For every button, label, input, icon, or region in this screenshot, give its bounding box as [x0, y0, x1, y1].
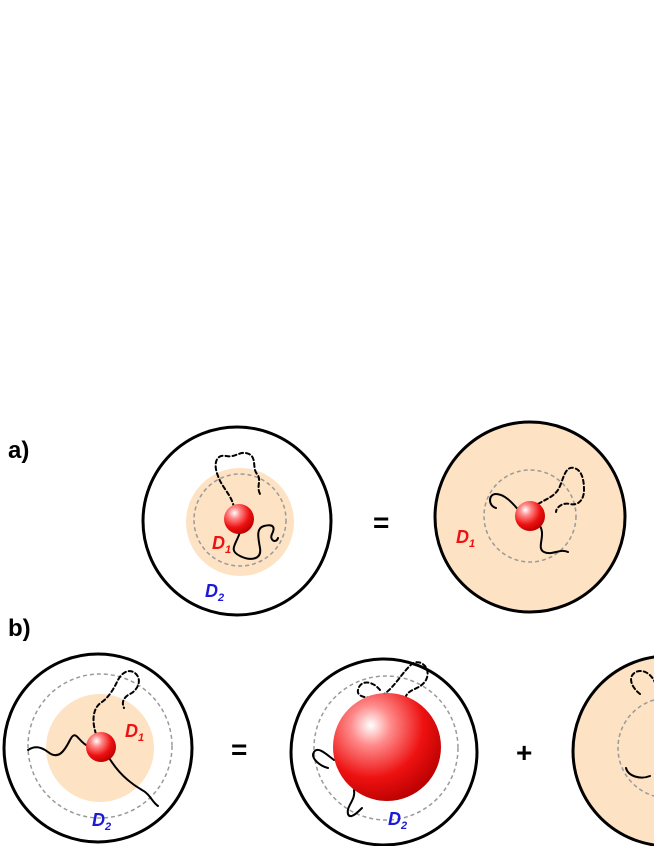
panel-a-right-figure: D1: [433, 420, 627, 614]
d2-label: D2: [388, 809, 407, 832]
panel-a-left-figure: D1 D2: [141, 425, 333, 617]
d1-label: D1: [212, 533, 231, 556]
equals-operator: =: [373, 507, 389, 538]
d1-label: D1: [125, 721, 144, 744]
polymer-chain-icon: [107, 755, 159, 807]
polymer-chain-dashed-icon: [356, 661, 429, 699]
particle-sphere-icon: [86, 732, 116, 762]
dashed-guide-circle-icon: [313, 675, 459, 821]
panel-b-middle-figure: D2: [289, 657, 479, 846]
polymer-chain-icon: [489, 493, 521, 513]
polymer-chain-icon: [346, 789, 363, 818]
panel-b-left-figure: D1 D2: [2, 652, 194, 844]
d1-label: D1: [456, 527, 475, 550]
polymer-chain-dashed-icon: [92, 670, 140, 735]
polymer-chain-icon: [27, 734, 89, 757]
panel-b-label: b): [8, 615, 31, 642]
particle-sphere-icon: [224, 504, 254, 534]
plus-operator: +: [516, 737, 532, 768]
d2-label: D2: [92, 810, 111, 833]
panel-b-right-figure: [571, 655, 654, 846]
outer-filled-circle-icon: [571, 655, 654, 846]
dashed-guide-circle-icon: [483, 469, 577, 563]
particle-sphere-icon: [515, 501, 545, 531]
polymer-chain-dashed-icon: [214, 451, 261, 509]
polymer-chain-icon: [232, 524, 279, 560]
panel-a: a) D1 D2 = D1: [8, 420, 627, 617]
dashed-guide-circle-icon: [27, 673, 173, 819]
panel-b: b) D1 D2 = D2 +: [2, 615, 654, 846]
panel-a-label: a): [8, 437, 29, 464]
dashed-guide-circle-icon: [193, 473, 287, 567]
polymer-chain-icon: [539, 525, 569, 555]
polymer-chain-icon: [312, 748, 335, 769]
equals-operator: =: [231, 734, 247, 765]
particle-sphere-icon: [333, 693, 441, 801]
d2-label: D2: [205, 581, 224, 604]
dashed-guide-circle-icon: [617, 699, 654, 797]
polymer-chain-dashed-icon: [537, 466, 586, 513]
polymer-chain-icon: [625, 767, 651, 779]
polymer-chain-dashed-icon: [630, 670, 654, 695]
